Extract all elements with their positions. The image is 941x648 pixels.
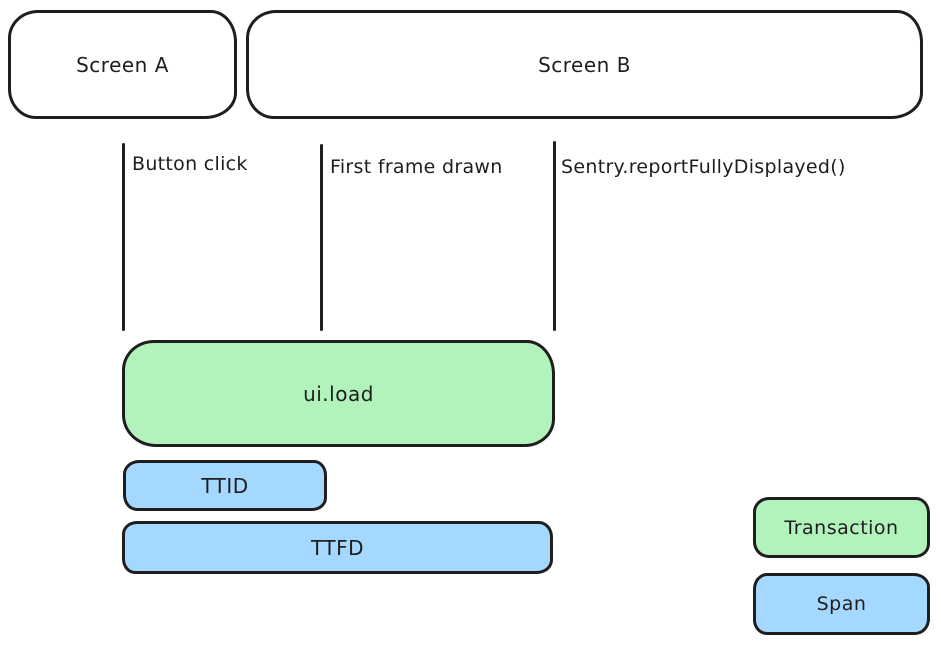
ttid-span-bar: TTID (123, 460, 327, 511)
screen-a-box: Screen A (8, 10, 237, 119)
screen-b-box: Screen B (246, 10, 923, 119)
button-click-label: Button click (132, 153, 248, 175)
ui-load-label: ui.load (303, 381, 374, 406)
legend-span-box: Span (753, 573, 930, 635)
report-fully-displayed-marker-line (553, 141, 556, 331)
screen-b-label: Screen B (538, 52, 631, 77)
ttfd-label: TTFD (311, 535, 364, 560)
first-frame-drawn-label: First frame drawn (330, 156, 503, 178)
legend-span-label: Span (816, 593, 867, 615)
legend-transaction-label: Transaction (784, 516, 899, 539)
legend-transaction-box: Transaction (753, 497, 930, 558)
screen-a-label: Screen A (76, 52, 169, 77)
button-click-marker-line (122, 143, 125, 331)
report-fully-displayed-label: Sentry.reportFullyDisplayed() (561, 156, 846, 178)
ui-load-transaction-bar: ui.load (122, 340, 555, 447)
ttfd-span-bar: TTFD (122, 521, 553, 574)
ttid-label: TTID (201, 473, 249, 498)
first-frame-drawn-marker-line (320, 144, 323, 331)
